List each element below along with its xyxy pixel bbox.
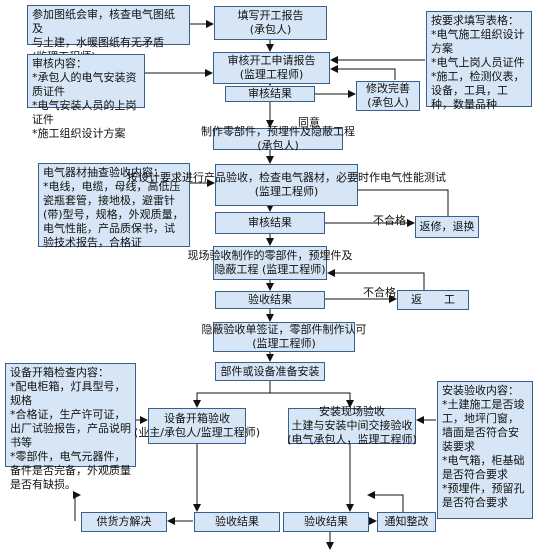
box-text-line: (监理工程师) xyxy=(239,68,304,81)
box-text-line: *电气施工组织设计方案 xyxy=(431,28,525,55)
box-text-line: 按要求填写表格： xyxy=(431,14,519,27)
box-text-line: 返 工 xyxy=(411,293,455,306)
box-text-line: 填写开工报告 xyxy=(237,9,304,22)
review-result-2-box: 审核结果 xyxy=(215,212,325,234)
box-text-line: 审核开工申请报告 xyxy=(227,54,316,67)
onsite-install-acceptance-box: 安装现场验收土建与安装中间交接验收(电气承包人，监理工程师) xyxy=(287,405,417,446)
fail-label-2: 不合格 xyxy=(363,286,396,299)
agree-label: 同意 xyxy=(298,116,320,129)
unpack-acceptance-result-box: 验收结果 xyxy=(194,512,280,532)
review-start-application-box: 审核开工申请报告(监理工程师) xyxy=(213,52,330,84)
install-acceptance-contents-box: 安装验收内容：*土建施工是否竣工，地坪门窗，墙面是否符合安装要求*电气箱，柜基础… xyxy=(437,381,533,519)
unpack-check-contents-box: 设备开箱检查内容：*配电柜箱，灯具型号，规格*合格证，生产许可证，出厂试验报告，… xyxy=(5,363,136,491)
box-text-line: 安装现场验收 xyxy=(319,405,385,418)
box-text-line: 现场验收制作的零部件，预埋件及 xyxy=(187,249,353,262)
box-text-line: 与土建，水暖图纸有无矛盾 xyxy=(32,36,164,49)
box-text-line: 返修，退换 xyxy=(419,220,475,233)
material-check-contents-box: 电气器材抽查验收内容：*电线，电缆，母线，高低压瓷瓶套管，接地极，避雷针(带)型… xyxy=(38,163,190,249)
box-text-line: (电气承包人，监理工程师) xyxy=(287,433,417,446)
box-text-line: 制作零部件，预埋件及隐蔽工程 xyxy=(201,125,355,138)
box-text-line: 验收结果 xyxy=(215,515,259,528)
box-text-line: 参加图纸会审，核查电气图纸及 xyxy=(32,8,175,35)
review-contents-box: 审核内容：*承包人的电气安装资质证件*电气安装人员的上岗证件*施工组织设计方案 xyxy=(27,54,145,140)
review-result-box: 审核结果 xyxy=(225,86,315,102)
return-work-box: 返 工 xyxy=(397,290,469,310)
box-text-line: (监理工程师) xyxy=(254,185,319,198)
box-text-line: 修改完善 xyxy=(366,82,410,95)
box-text-line: (承包人) xyxy=(257,139,299,152)
box-text-line: *电气箱，柜基础是否符合要求 xyxy=(442,454,525,481)
box-text-line: 设备开箱验收 xyxy=(164,412,230,425)
box-text-line: (监理工程师) xyxy=(252,337,316,350)
box-text-line: 安装验收内容： xyxy=(442,384,519,397)
box-text-line: *施工，检测仪表，设备，工具，工种，数量品种 xyxy=(431,70,525,111)
revise-improve-box: 修改完善(承包人) xyxy=(356,81,420,111)
box-text-line: 电气器材抽查验收内容： xyxy=(43,166,164,179)
box-text-line: 通知整改 xyxy=(384,515,429,528)
onsite-acceptance-box: 现场验收制作的零部件，预埋件及隐蔽工程 (监理工程师) xyxy=(188,246,353,280)
box-text-line: 审核内容： xyxy=(32,57,87,70)
box-text-line: *承包人的电气安装资质证件 xyxy=(32,71,137,98)
box-text-line: *土建施工是否竣工，地坪门窗，墙面是否符合安装要求 xyxy=(442,398,525,453)
acceptance-result-box: 验收结果 xyxy=(215,291,325,309)
box-text-line: 土建与安装中间交接验收 xyxy=(291,419,413,432)
box-text-line: 验收结果 xyxy=(248,293,292,306)
fail-label-1: 不合格 xyxy=(373,214,406,227)
box-text-line: 审核结果 xyxy=(248,216,292,229)
box-text-line: *合格证，生产许可证，出厂试验报告，产品说明书等 xyxy=(10,408,131,449)
box-text-line: 部件或设备准备安装 xyxy=(220,364,320,378)
box-text-line: (承包人) xyxy=(367,96,409,109)
rectification-notice-box: 通知整改 xyxy=(377,512,436,532)
hidden-acceptance-sign-box: 隐蔽验收单签证，零部件制作认可(监理工程师) xyxy=(202,322,367,352)
prepare-install-box: 部件或设备准备安装 xyxy=(215,362,325,381)
prefab-parts-box: 制作零部件，预埋件及隐蔽工程(承包人) xyxy=(201,125,355,152)
box-text-line: 审核结果 xyxy=(248,87,292,100)
supplier-resolve-box: 供货方解决 xyxy=(81,512,167,532)
design-product-acceptance-box: 按设计要求进行产品验收，检查电气器材，必要时作电气性能测试(监理工程师) xyxy=(127,164,446,206)
box-text-line: *电线，电缆，母线，高低压瓷瓶套管，接地极，避雷针(带)型号，规格，外观质量，电… xyxy=(43,180,184,249)
box-text-line: *零部件，电气元器件，备件是否完备，外观质量是否有缺损。 xyxy=(10,450,131,491)
fill-start-report-box: 填写开工报告(承包人) xyxy=(214,6,327,40)
box-text-line: 隐蔽验收单签证，零部件制作认可 xyxy=(201,323,367,336)
box-text-line: (承包人) xyxy=(249,23,292,36)
box-text-line: *电气安装人员的上岗证件 xyxy=(32,99,137,126)
box-text-line: *配电柜箱，灯具型号，规格 xyxy=(10,380,126,407)
box-text-line: 供货方解决 xyxy=(96,515,152,528)
box-text-line: (业主/承包人/监理工程师) xyxy=(134,426,260,439)
box-text-line: *预埋件，预留孔是否符合要求 xyxy=(442,482,525,509)
box-text-line: 设备开箱检查内容： xyxy=(10,366,109,379)
box-text-line: 验收结果 xyxy=(304,515,348,528)
box-text-line: 隐蔽工程 (监理工程师) xyxy=(214,263,326,276)
install-acceptance-result-box: 验收结果 xyxy=(283,512,369,532)
box-text-line: *施工组织设计方案 xyxy=(32,127,126,140)
equipment-unpack-acceptance-box: 设备开箱验收(业主/承包人/监理工程师) xyxy=(134,408,260,444)
form-requirements-box: 按要求填写表格：*电气施工组织设计方案*电气上岗人员证件*施工，检测仪表，设备，… xyxy=(426,11,532,111)
rework-replace-box: 返修，退换 xyxy=(415,216,479,238)
box-text-line: *电气上岗人员证件 xyxy=(431,56,525,69)
box-text-line: 按设计要求进行产品验收，检查电气器材，必要时作电气性能测试 xyxy=(127,171,446,184)
